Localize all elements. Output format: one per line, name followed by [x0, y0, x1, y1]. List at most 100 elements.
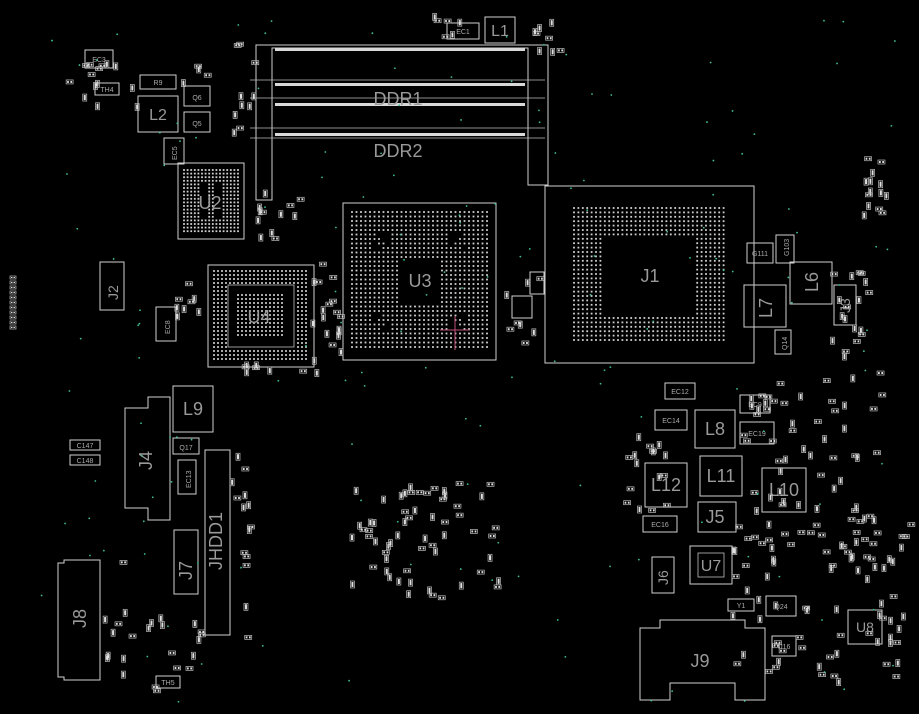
cap-ec9[interactable]: EC9 [739, 394, 771, 414]
svg-text:J7: J7 [176, 561, 196, 580]
chip-u7[interactable]: U7 [689, 545, 733, 585]
svg-text:EC19: EC19 [748, 431, 766, 438]
passive-components [9, 13, 916, 694]
ddr1-label: DDR1 [373, 89, 422, 109]
chip-u8[interactable]: U8 [847, 609, 883, 645]
svg-text:J6: J6 [655, 570, 671, 585]
svg-text:L9: L9 [183, 399, 203, 419]
svg-text:R9: R9 [154, 80, 163, 87]
svg-text:Y1: Y1 [737, 603, 746, 610]
svg-text:Q24: Q24 [774, 604, 787, 611]
svg-text:EC12: EC12 [671, 389, 689, 396]
inductor-l7[interactable]: L7 [743, 284, 787, 328]
svg-text:J4: J4 [136, 451, 156, 470]
connector-j5[interactable]: J5 [697, 501, 737, 533]
svg-text:EC14: EC14 [662, 418, 680, 425]
svg-text:L10: L10 [769, 480, 799, 500]
connector-j2[interactable]: J2 [99, 261, 125, 311]
svg-text:U16: U16 [778, 644, 791, 651]
cap-ec8[interactable]: EC8 [155, 306, 177, 342]
inductor-l8[interactable]: L8 [694, 409, 736, 449]
cap-ec2[interactable] [511, 271, 545, 319]
svg-text:G111: G111 [752, 251, 768, 258]
j1-label: J1 [640, 266, 659, 286]
svg-text:L6: L6 [802, 272, 822, 292]
chip-g103[interactable]: G103 [775, 234, 795, 264]
inductor-l11[interactable]: L11 [699, 455, 743, 497]
inductor-l2[interactable]: L2 [137, 95, 179, 133]
thermistor-th5[interactable]: TH5 [155, 675, 181, 689]
svg-text:EC5: EC5 [172, 146, 179, 160]
svg-text:G103: G103 [784, 239, 791, 256]
svg-text:C147: C147 [77, 443, 94, 450]
svg-text:L8: L8 [705, 419, 725, 439]
svg-text:L12: L12 [651, 475, 681, 495]
chip-u3[interactable]: U3 [342, 202, 497, 361]
connector-j7[interactable]: J7 [173, 529, 199, 595]
svg-text:C148: C148 [77, 458, 94, 465]
svg-text:EC8: EC8 [165, 320, 172, 334]
vias [40, 19, 896, 703]
svg-text:L2: L2 [149, 107, 167, 124]
svg-text:J9: J9 [690, 651, 709, 671]
svg-text:JHDD1: JHDD1 [206, 512, 226, 570]
u4-label: U4 [247, 307, 270, 327]
chip-u4[interactable]: U4 [207, 264, 315, 368]
connector-j8[interactable]: J8 [57, 559, 101, 681]
inductor-l1[interactable]: L1 [484, 16, 516, 44]
svg-text:U7: U7 [701, 558, 722, 575]
svg-text:L1: L1 [491, 23, 509, 40]
transistor-q5[interactable]: Q5 [183, 111, 211, 133]
svg-text:J8: J8 [70, 609, 90, 628]
ddr-slot-1[interactable]: DDR1 [250, 44, 549, 201]
connector-j4[interactable]: J4 [124, 396, 171, 521]
svg-text:EC9: EC9 [748, 402, 762, 409]
cap-ec16[interactable]: EC16 [642, 515, 678, 533]
chip-u16[interactable]: U16 [771, 635, 797, 657]
svg-text:EC3: EC3 [92, 57, 106, 64]
inductor-l10[interactable]: L10 [761, 467, 807, 513]
svg-text:J5: J5 [705, 507, 724, 527]
thermistor-th4[interactable]: TH4 [94, 82, 120, 96]
svg-text:EC16: EC16 [651, 522, 669, 529]
svg-text:EC13: EC13 [186, 470, 193, 488]
crystal-y1[interactable]: Y1 [727, 598, 755, 612]
inductor-l9[interactable]: L9 [172, 385, 214, 433]
chip-g111[interactable]: G111 [746, 242, 774, 264]
ddr2-label: DDR2 [373, 141, 422, 161]
cap-ec12[interactable]: EC12 [664, 382, 696, 400]
cap-ec13[interactable]: EC13 [177, 459, 197, 495]
cap-ec14[interactable]: EC14 [654, 409, 688, 431]
connector-j6[interactable]: J6 [651, 556, 675, 594]
svg-text:Q14: Q14 [782, 337, 789, 350]
connector-jhdd1[interactable]: JHDD1 [204, 449, 231, 636]
cap-c148[interactable]: C148 [69, 454, 101, 466]
ddr-slot-2[interactable]: DDR2 [250, 127, 545, 161]
u3-label: U3 [408, 271, 431, 291]
resistor-r9[interactable]: R9 [139, 74, 177, 90]
inductor-l6[interactable]: L6 [789, 261, 833, 305]
transistor-q17[interactable]: Q17 [172, 437, 200, 455]
svg-text:L11: L11 [707, 466, 736, 486]
svg-text:Q6: Q6 [192, 95, 201, 102]
inductor-l12[interactable]: L12 [644, 462, 688, 508]
chip-u2[interactable]: U2 [177, 162, 245, 240]
cap-ec5[interactable]: EC5 [163, 137, 185, 165]
svg-text:EC1: EC1 [456, 29, 470, 36]
svg-text:J2: J2 [105, 285, 121, 300]
u2-label: U2 [198, 193, 221, 213]
transistor-q24[interactable]: Q24 [765, 595, 797, 617]
svg-text:L7: L7 [756, 298, 776, 318]
connector-j9[interactable]: J9 [639, 619, 766, 701]
svg-text:TH5: TH5 [161, 680, 174, 687]
cap-c147[interactable]: C147 [69, 439, 101, 451]
svg-text:Q17: Q17 [179, 445, 192, 452]
crosshair-marker [440, 316, 470, 350]
cap-ec1[interactable]: EC1 [446, 22, 480, 40]
svg-text:Q5: Q5 [192, 121, 201, 128]
transistor-q14[interactable]: Q14 [774, 329, 792, 355]
transistor-q6[interactable]: Q6 [183, 85, 211, 107]
svg-text:TH4: TH4 [100, 87, 113, 94]
socket-j1[interactable]: J1 [544, 185, 755, 364]
